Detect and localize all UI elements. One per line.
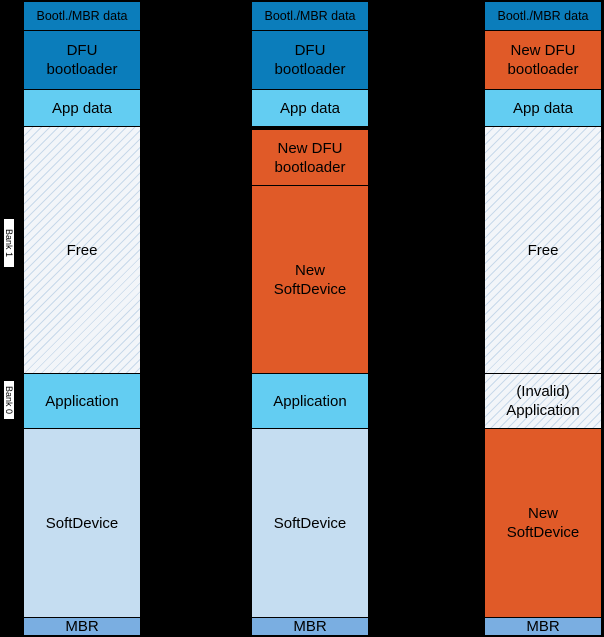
new-dfu-bootloader-block: New DFU bootloader: [251, 129, 369, 186]
app-data-block: App data: [484, 89, 602, 127]
bank-1-label-text: Bank 1: [4, 228, 14, 258]
bootloader-mbr-data-block: Bootl./MBR data: [251, 1, 369, 31]
invalid-application-block: (Invalid) Application: [484, 373, 602, 429]
mbr-block: MBR: [23, 617, 141, 636]
bootloader-mbr-data-block: Bootl./MBR data: [484, 1, 602, 31]
mbr-block: MBR: [251, 617, 369, 636]
bootloader-mbr-data-block: Bootl./MBR data: [23, 1, 141, 31]
softdevice-block: SoftDevice: [251, 428, 369, 618]
new-softdevice-block: New SoftDevice: [484, 428, 602, 618]
memory-column-3: Bootl./MBR data New DFU bootloader App d…: [484, 0, 602, 637]
bank-0-label-text: Bank 0: [4, 385, 14, 415]
app-data-block: App data: [23, 89, 141, 127]
application-block: Application: [251, 373, 369, 429]
memory-column-1: Bootl./MBR data DFU bootloader App data …: [23, 0, 141, 637]
new-softdevice-block: New SoftDevice: [251, 185, 369, 374]
free-block: Free: [484, 126, 602, 374]
dfu-bootloader-block: DFU bootloader: [23, 30, 141, 90]
dfu-bootloader-block: DFU bootloader: [251, 30, 369, 90]
memory-column-2: Bootl./MBR data DFU bootloader App data …: [251, 0, 369, 637]
app-data-block: App data: [251, 89, 369, 127]
free-block: Free: [23, 126, 141, 374]
mbr-block: MBR: [484, 617, 602, 636]
bank-0-label: Bank 0: [3, 380, 15, 420]
new-dfu-bootloader-block: New DFU bootloader: [484, 30, 602, 90]
application-block: Application: [23, 373, 141, 429]
softdevice-block: SoftDevice: [23, 428, 141, 618]
bank-1-label: Bank 1: [3, 218, 15, 268]
